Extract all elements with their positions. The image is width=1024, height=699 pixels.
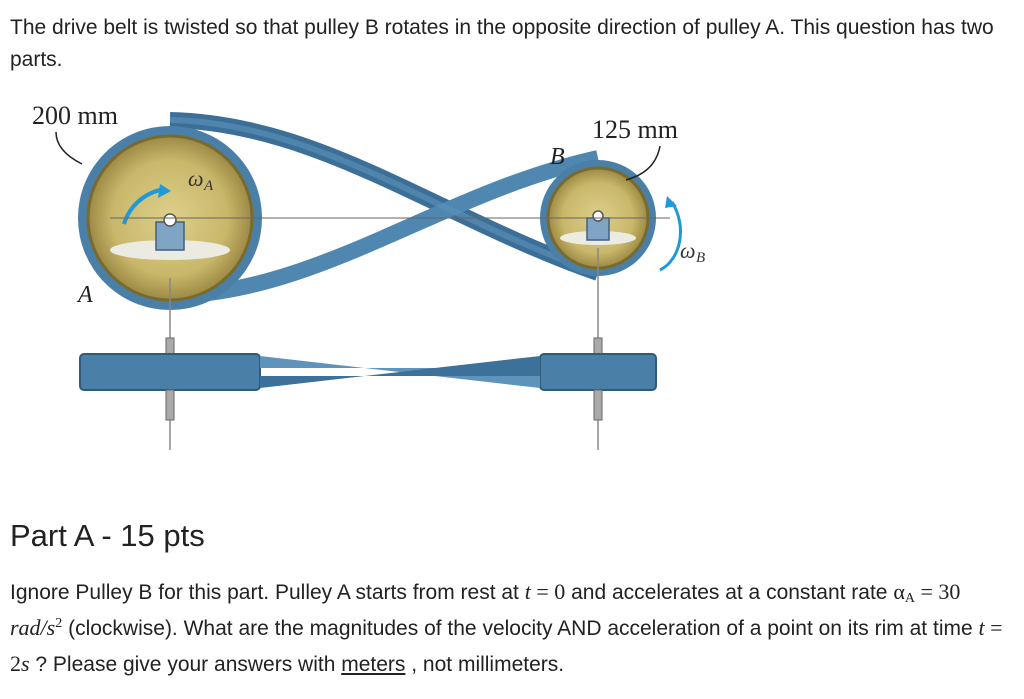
alpha-unit: rad/s xyxy=(10,615,56,640)
dim-b-label: 125 mm xyxy=(592,115,678,144)
alpha-expression: αA = 30 rad/s2 xyxy=(10,579,960,640)
q-text-4: ? Please give your answers with xyxy=(35,653,342,676)
pulley-b-label: B xyxy=(550,144,565,170)
q-text-2: and accelerates at a constant rate xyxy=(571,581,894,604)
leader-b xyxy=(625,145,661,181)
omega-b-symbol: ω xyxy=(680,238,696,263)
t-final: t = 2s xyxy=(10,615,1003,676)
meters-word: meters xyxy=(341,653,406,676)
omega-a-symbol: ω xyxy=(188,166,204,191)
intro-text: The drive belt is twisted so that pulley… xyxy=(10,16,994,71)
alpha-sub: A xyxy=(904,591,915,606)
omega-b-sub: B xyxy=(696,250,705,266)
t-eq: = 0 xyxy=(530,579,566,604)
side-view xyxy=(79,337,657,421)
pulley-a-label: A xyxy=(76,282,93,308)
leader-a xyxy=(55,131,83,165)
part-a-title: Part A - 15 pts xyxy=(10,518,205,553)
q-text-3: (clockwise). What are the magnitudes of … xyxy=(68,617,979,640)
q-text-1: Ignore Pulley B for this part. Pulley A … xyxy=(10,581,525,604)
pulley-diagram: 200 mm 125 mm A B ω A ω B xyxy=(32,101,705,450)
pulley-figure: 200 mm 125 mm A B ω A ω B xyxy=(20,98,720,458)
t2-unit: s xyxy=(21,651,30,676)
dim-a-label: 200 mm xyxy=(32,101,118,130)
q-text-5: , not millimeters. xyxy=(411,653,565,676)
t2-var: t xyxy=(978,615,985,640)
omega-a-sub: A xyxy=(203,178,214,194)
t-initial: t = 0 xyxy=(525,579,566,604)
front-belt xyxy=(169,112,601,304)
alpha-symbol: α xyxy=(893,579,905,604)
t-var: t xyxy=(524,579,531,604)
t2-eq: = 2 xyxy=(10,615,1003,676)
part-a-question: Ignore Pulley B for this part. Pulley A … xyxy=(10,574,1014,682)
alpha-eq: = 30 xyxy=(914,579,961,604)
alpha-exp: 2 xyxy=(55,616,63,631)
